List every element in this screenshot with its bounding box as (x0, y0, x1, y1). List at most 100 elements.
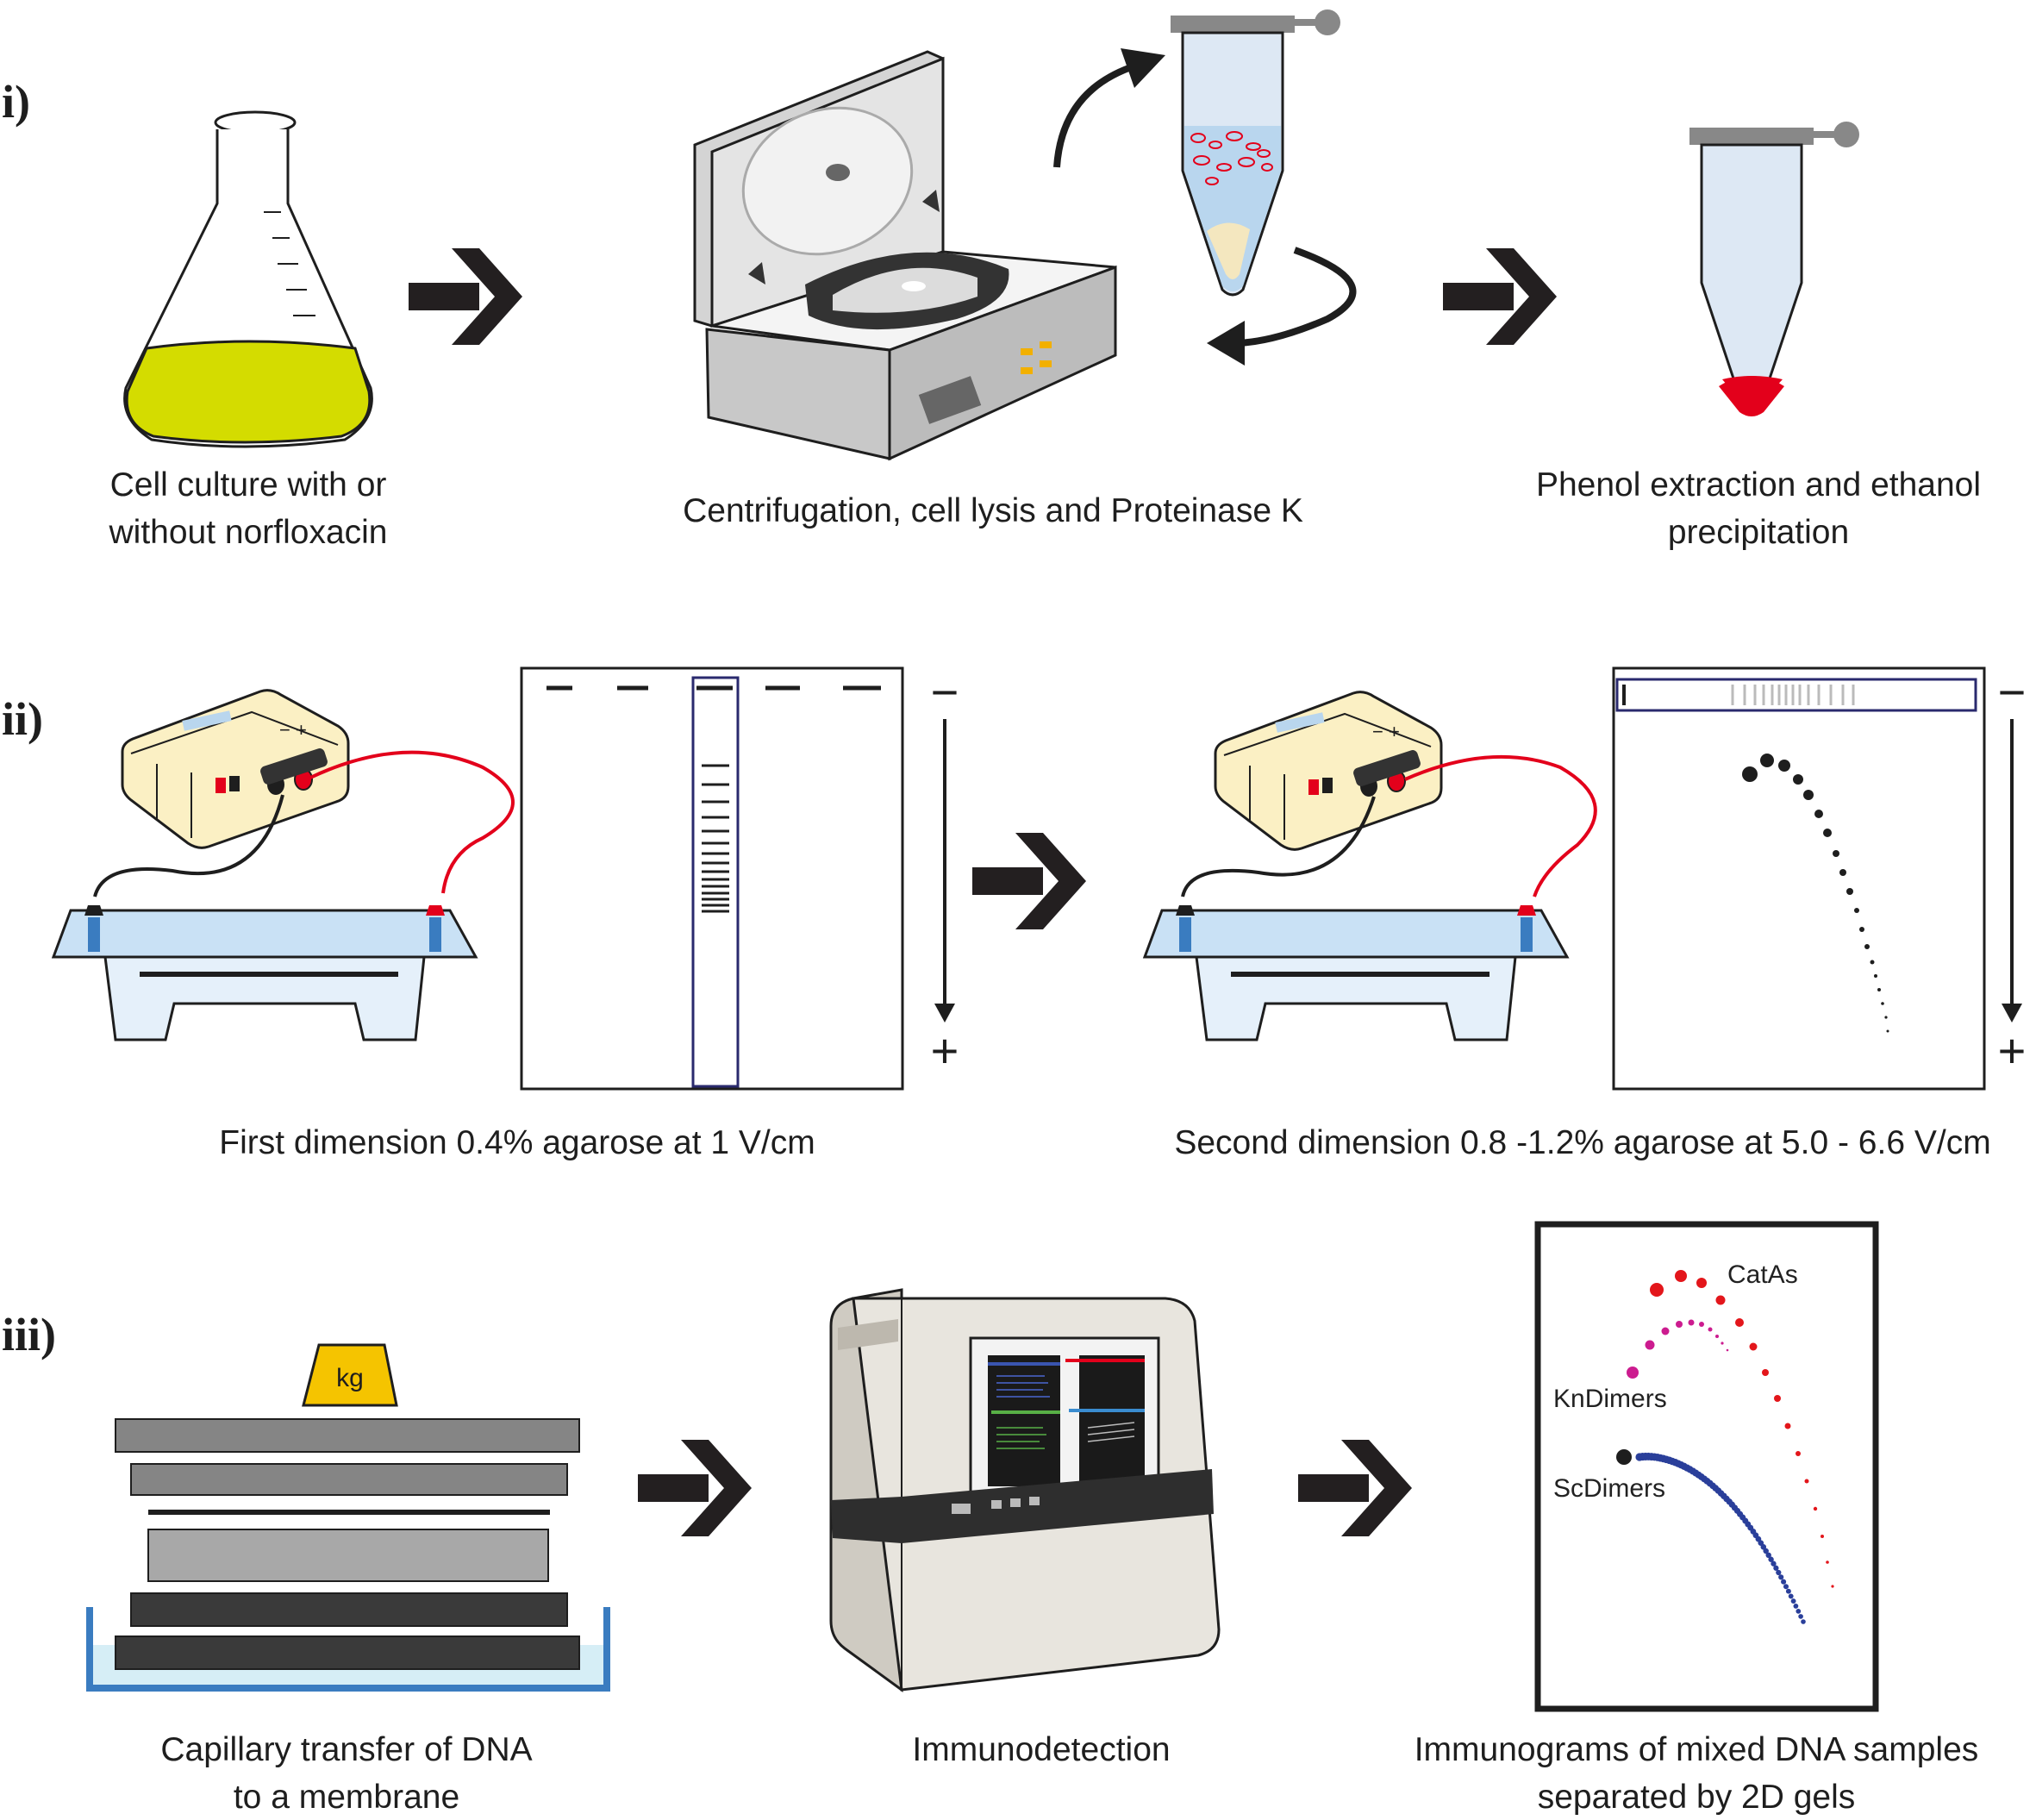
gel-image-icon (520, 666, 904, 1091)
label-scdimers: ScDimers (1553, 1474, 1665, 1503)
arrow-right-icon (1443, 248, 1557, 345)
catas-spot (1762, 1369, 1769, 1376)
kndimers-spot (1688, 1319, 1695, 1326)
label-catas: CatAs (1727, 1260, 1798, 1289)
kndimers-spot (1708, 1327, 1713, 1332)
polarity-indicator: − + (931, 665, 959, 1078)
gel-spot (1854, 908, 1859, 913)
caption-line: Cell culture with or (110, 466, 387, 503)
caption-line: Centrifugation, cell lysis and Proteinas… (683, 492, 1303, 529)
gel-spot (1877, 988, 1881, 991)
catas-spot (1831, 1585, 1834, 1588)
kndimers-spot (1627, 1367, 1639, 1379)
catas-spot (1749, 1342, 1758, 1351)
gel-tank-icon (53, 905, 476, 1040)
imager-icon (829, 1288, 1221, 1692)
gel-tank-icon (1145, 905, 1567, 1040)
catas-spot (1715, 1295, 1726, 1305)
power-supply-icon (1214, 691, 1443, 851)
caption-line: First dimension 0.4% agarose at 1 V/cm (219, 1124, 815, 1161)
gel-spot (1881, 1002, 1884, 1005)
weight-icon (302, 1343, 398, 1407)
caption-line: precipitation (1668, 514, 1849, 551)
gel-spot (1846, 888, 1853, 895)
catas-spot (1675, 1270, 1687, 1282)
kndimers-spot (1726, 1348, 1729, 1352)
gel-spot (1839, 869, 1846, 876)
gel-spot (1833, 850, 1839, 857)
scdimers-spot (1785, 1588, 1791, 1594)
caption-line: Capillary transfer of DNA (160, 1731, 532, 1768)
minus-sign: − (931, 665, 959, 719)
scdimers-spot (1773, 1565, 1779, 1571)
gel-spot (1760, 754, 1774, 767)
kndimers-spot (1699, 1322, 1704, 1327)
arrow-right-icon (972, 833, 1086, 929)
kndimers-spot (1721, 1342, 1724, 1345)
immunogram-panel: CatAs KnDimers ScDimers (1534, 1221, 1879, 1712)
gel-spot (1874, 974, 1877, 978)
caption-line: Phenol extraction and ethanol (1536, 466, 1981, 503)
scdimers-spot (1798, 1614, 1803, 1619)
microtube-icon (1688, 120, 1861, 416)
arrow-head-icon (1207, 321, 1245, 366)
catas-spot (1821, 1535, 1824, 1538)
gel-spot (1803, 790, 1814, 800)
weight-label: kg (336, 1364, 364, 1392)
gel-spot (1814, 810, 1823, 818)
power-supply-icon (121, 689, 350, 849)
scdimers-spot (1801, 1619, 1806, 1624)
caption-centrifugation: Centrifugation, cell lysis and Proteinas… (683, 492, 1303, 529)
gel-spot (1870, 960, 1875, 965)
arrow-right-icon (1298, 1440, 1412, 1536)
lane-bands (702, 764, 729, 913)
scdimers-spot (1768, 1556, 1774, 1562)
caption-first-dimension: First dimension 0.4% agarose at 1 V/cm (219, 1124, 815, 1161)
scdimers-spot (1790, 1598, 1796, 1604)
catas-arc (1650, 1270, 1834, 1588)
caption-line: without norfloxacin (108, 514, 387, 551)
lead-wire (309, 750, 515, 894)
caption-line: Second dimension 0.8 -1.2% agarose at 5.… (1174, 1124, 1990, 1161)
catas-spot (1735, 1318, 1744, 1327)
scdimers-spot (1781, 1579, 1787, 1585)
scdimers-spot (1793, 1604, 1799, 1609)
caption-immunograms: Immunograms of mixed DNA samples separat… (1415, 1731, 1979, 1816)
erlenmeyer-flask-icon (123, 110, 373, 448)
caption-second-dimension: Second dimension 0.8 -1.2% agarose at 5.… (1174, 1124, 1990, 1161)
scdimers-spot (1796, 1609, 1802, 1614)
scdimers-spot (1760, 1544, 1767, 1550)
kndimers-spot (1676, 1321, 1683, 1328)
kndimers-arc (1627, 1319, 1729, 1379)
gel-spot (1778, 760, 1790, 772)
gel-image-icon (1612, 666, 1986, 1091)
catas-spot (1813, 1506, 1818, 1511)
curved-arrow-icon (1053, 62, 1138, 168)
arrow-head-icon (1121, 48, 1165, 88)
caption-line: separated by 2D gels (1538, 1779, 1856, 1816)
section-label-ii: ii) (2, 693, 43, 745)
section-label-i: i) (2, 76, 30, 128)
arrow-right-icon (409, 248, 522, 345)
scdimers-arc (1616, 1449, 1806, 1624)
plus-sign: + (931, 1023, 959, 1078)
curved-arrow-icon (1237, 247, 1357, 347)
caption-line: to a membrane (234, 1779, 459, 1816)
microtube-icon (1169, 8, 1342, 297)
plus-sign: + (1998, 1023, 2027, 1078)
centrifuge-icon (693, 50, 1117, 461)
caption-immuno: Immunodetection (912, 1731, 1170, 1768)
catas-spot (1774, 1395, 1781, 1402)
kndimers-spot (1645, 1340, 1655, 1350)
catas-spot (1826, 1560, 1829, 1564)
scdimers-spot (1776, 1569, 1782, 1576)
section-label-iii: iii) (2, 1309, 56, 1360)
caption-transfer: Capillary transfer of DNA to a membrane (160, 1731, 532, 1816)
polarity-indicator: − + (1998, 665, 2027, 1078)
caption-phenol: Phenol extraction and ethanol precipitat… (1536, 466, 1981, 551)
catas-spot (1784, 1423, 1791, 1429)
gel-spot (1823, 829, 1832, 837)
arc-spots (1742, 754, 1889, 1033)
lead-wire (93, 794, 284, 897)
